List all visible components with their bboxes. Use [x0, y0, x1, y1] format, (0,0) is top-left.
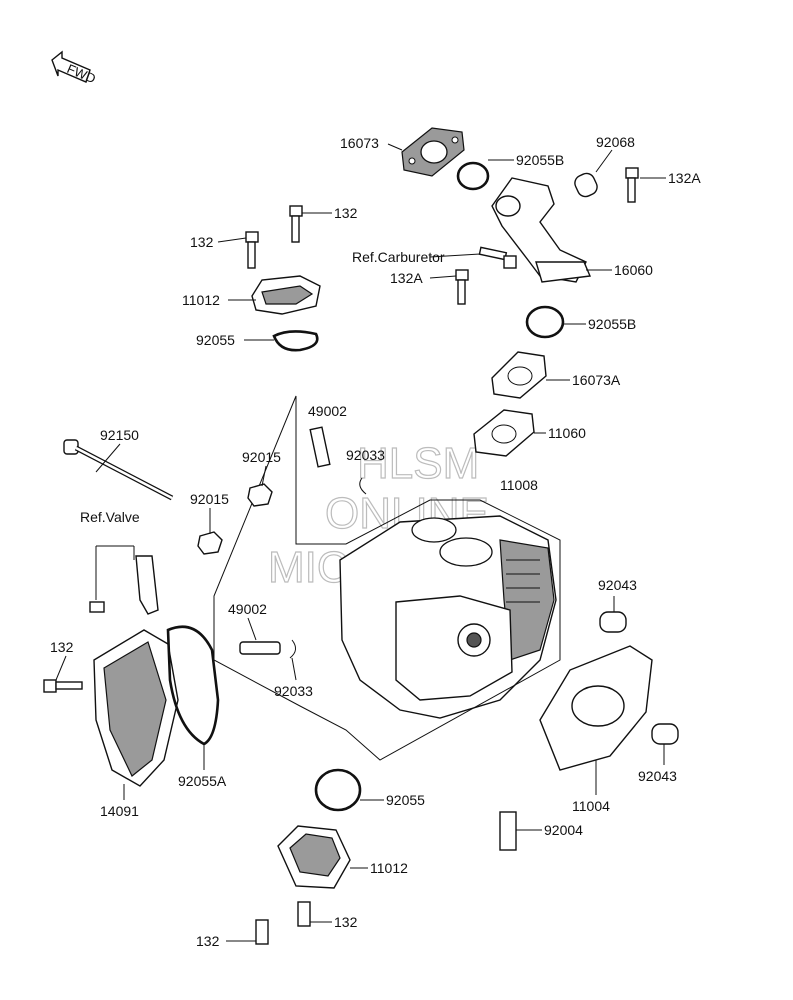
fwd-arrow-icon: FWD — [51, 50, 98, 86]
fwd-label: FWD — [65, 61, 98, 86]
nut-92015-a — [247, 483, 273, 507]
label-ref-carburetor: Ref.Carburetor — [352, 249, 445, 265]
bracket-ref-valve — [89, 555, 159, 615]
label-92150: 92150 — [100, 427, 139, 443]
nut-92015-b — [197, 531, 223, 555]
dowel-92043-right — [651, 723, 679, 745]
label-92055b-top: 92055B — [516, 152, 564, 168]
intake-pipe-16060 — [491, 177, 592, 283]
label-16060: 16060 — [614, 262, 653, 278]
label-14091: 14091 — [100, 803, 139, 819]
part-labels: 16073 92055B 92068 132A 132 132 Ref.Carb… — [50, 134, 701, 949]
label-92055-top: 92055 — [196, 332, 235, 348]
label-132-bottom-right: 132 — [334, 914, 358, 930]
cover-11012-bottom — [277, 825, 351, 889]
o-ring-92055-top — [272, 330, 319, 352]
o-ring-92055b-mid — [525, 305, 565, 339]
label-11012-bottom: 11012 — [370, 860, 408, 876]
o-ring-92055-bottom — [314, 768, 362, 812]
bolt-132-mid — [43, 679, 83, 693]
gasket-92055a — [166, 625, 220, 746]
cover-11012-top — [251, 275, 321, 315]
label-92055b-mid: 92055B — [588, 316, 636, 332]
label-92055-bottom: 92055 — [386, 792, 425, 808]
circlip-92033-top — [359, 477, 367, 495]
label-16073a: 16073A — [572, 372, 621, 388]
label-92033-top: 92033 — [346, 447, 385, 463]
o-ring-92055b-top — [456, 161, 490, 191]
valve-guide-49002-mid — [239, 641, 281, 655]
bolt-132a-mid — [455, 269, 469, 305]
collar-92068 — [574, 172, 598, 198]
label-16073: 16073 — [340, 135, 379, 151]
label-92015-b: 92015 — [190, 491, 229, 507]
intake-gasket-16073 — [401, 127, 465, 177]
circlip-92033-mid — [289, 639, 296, 659]
label-49002-mid: 49002 — [228, 601, 267, 617]
label-11012-top: 11012 — [182, 292, 220, 308]
label-92043-right: 92043 — [638, 768, 677, 784]
label-132-left: 132 — [190, 234, 214, 250]
label-92068: 92068 — [596, 134, 635, 150]
label-132a-top: 132A — [668, 170, 701, 186]
side-cover-14091 — [93, 629, 179, 787]
watermark-line-1: HLSM — [357, 439, 479, 488]
cylinder-head-11008 — [339, 515, 557, 719]
label-11004: 11004 — [572, 798, 610, 814]
valve-guide-49002-top — [309, 426, 331, 468]
label-11008: 11008 — [500, 477, 538, 493]
bolt-carburetor-ref — [478, 246, 517, 269]
label-132a-mid: 132A — [390, 270, 423, 286]
gasket-11004 — [539, 645, 653, 771]
label-ref-valve: Ref.Valve — [80, 509, 140, 525]
label-132-bottom-left: 132 — [196, 933, 220, 949]
bolt-132a-top — [625, 167, 639, 203]
label-11060: 11060 — [548, 425, 586, 441]
label-92055a: 92055A — [178, 773, 227, 789]
label-49002-top: 49002 — [308, 403, 347, 419]
bolt-132-bottom-left — [255, 919, 269, 945]
label-92004: 92004 — [544, 822, 583, 838]
bolt-132-left — [245, 231, 259, 269]
insulator-16073a — [491, 351, 547, 399]
gasket-11060 — [473, 409, 535, 457]
label-92033-mid: 92033 — [274, 683, 313, 699]
stud-92004 — [499, 811, 517, 851]
label-92015-a: 92015 — [242, 449, 281, 465]
leader-lines — [55, 143, 666, 942]
bolt-132-bottom-right — [297, 901, 311, 927]
bolt-132-top — [289, 205, 303, 243]
label-132-mid: 132 — [50, 639, 74, 655]
stud-92150 — [63, 439, 174, 501]
label-132-top: 132 — [334, 205, 358, 221]
dowel-92043-top — [599, 611, 627, 633]
label-92043-top: 92043 — [598, 577, 637, 593]
